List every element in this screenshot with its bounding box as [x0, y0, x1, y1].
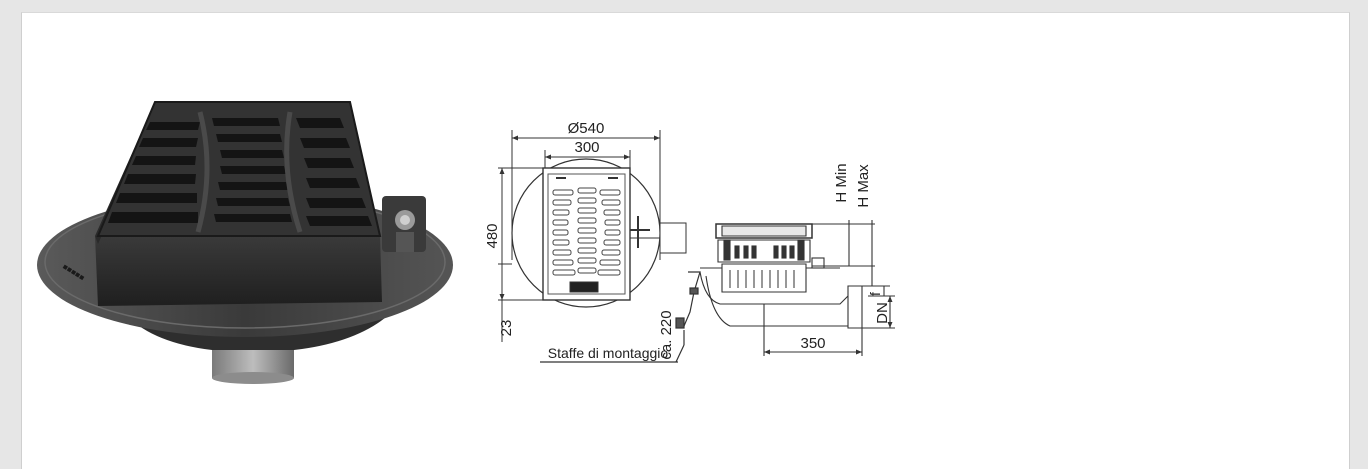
bracket-strap	[683, 271, 701, 327]
section-grate-inner	[721, 225, 807, 237]
dim-label-dn: DN	[874, 302, 891, 324]
dim-label-width: 300	[574, 139, 599, 156]
dim-label-offset: 23	[498, 320, 515, 337]
top-view-arrowheads	[499, 135, 660, 300]
top-outlet-stub	[659, 222, 687, 254]
dim-label-hmin: H Min	[833, 163, 850, 202]
section-outlet-pipe	[847, 285, 863, 329]
callout-label-brackets: Staffe di montaggio	[548, 345, 669, 361]
section-bucket-slots	[729, 270, 795, 288]
bracket-detail	[540, 271, 701, 363]
section-body-lower	[705, 275, 848, 327]
dim-label-height: 480	[484, 223, 501, 248]
grate-inner-outline	[547, 173, 626, 295]
side-section-drawing	[699, 220, 895, 356]
dim-label-diameter: Ø540	[568, 120, 605, 137]
dim-label-length: 350	[800, 335, 825, 352]
dim-label-f: f	[867, 292, 883, 296]
bracket-clip	[689, 287, 699, 295]
dim-label-depth: ca. 220	[658, 310, 675, 359]
callout-leader	[675, 344, 685, 363]
grate-rib-right	[284, 111, 303, 233]
section-bucket	[721, 263, 807, 293]
product-render: ■■■■■	[37, 101, 453, 384]
grate-rib-left	[195, 111, 210, 233]
grate-slots	[108, 118, 372, 226]
side-section-arrowheads	[764, 296, 893, 355]
top-view-slots	[552, 187, 621, 276]
mounting-bracket	[382, 196, 426, 252]
outlet-pipe-end	[212, 372, 294, 384]
grate-frame-front	[95, 236, 382, 306]
section-hatching	[723, 239, 805, 261]
section-frame	[717, 239, 811, 263]
top-view-drawing	[498, 130, 687, 342]
dim-label-hmax: H Max	[855, 164, 872, 208]
section-bracket-box	[811, 257, 825, 269]
bracket-foot	[675, 317, 685, 329]
top-view-logo-plate	[569, 281, 599, 293]
